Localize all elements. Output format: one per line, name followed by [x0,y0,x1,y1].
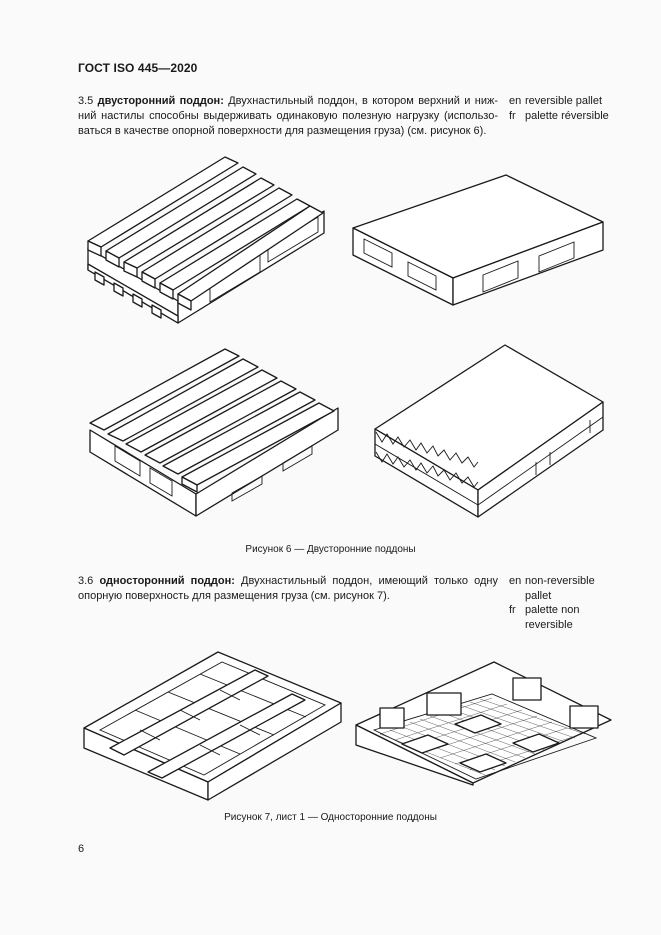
page-number: 6 [78,843,85,855]
section-number: 3.5 [78,95,94,107]
term: двусторонний поддон: [97,95,224,107]
translation: reversible pallet [525,95,603,107]
section-3-6: 3.6 односторонний поддон: Двухнастильный… [78,574,498,604]
document-header: ГОСТ ISO 445—2020 [78,61,198,75]
translation-cont: reversible [525,618,573,631]
translation: palette non [525,604,580,616]
section-number: 3.6 [78,575,94,587]
lang-code: fr [509,109,516,122]
translation: palette réversible [525,109,609,122]
figure-6-caption: Рисунок 6 — Двусторонние поддоны [245,544,416,555]
figure-7-caption: Рисунок 7, лист 1 — Односторонние поддон… [224,812,437,823]
translation: non-reversible [525,575,595,587]
lang-code: en [509,95,522,107]
definition: Двухнастильный поддон, в котором верхний… [78,95,498,137]
lang-code: en [509,575,522,587]
term: односторонний поддон: [99,575,235,587]
translation-cont: pallet [525,589,552,602]
lang-code: fr [509,604,516,616]
section-3-5: 3.5 двусторонний поддон: Двухнастильный … [78,94,498,139]
definition: Двухнастильный поддон, имеющий только од… [78,575,498,602]
